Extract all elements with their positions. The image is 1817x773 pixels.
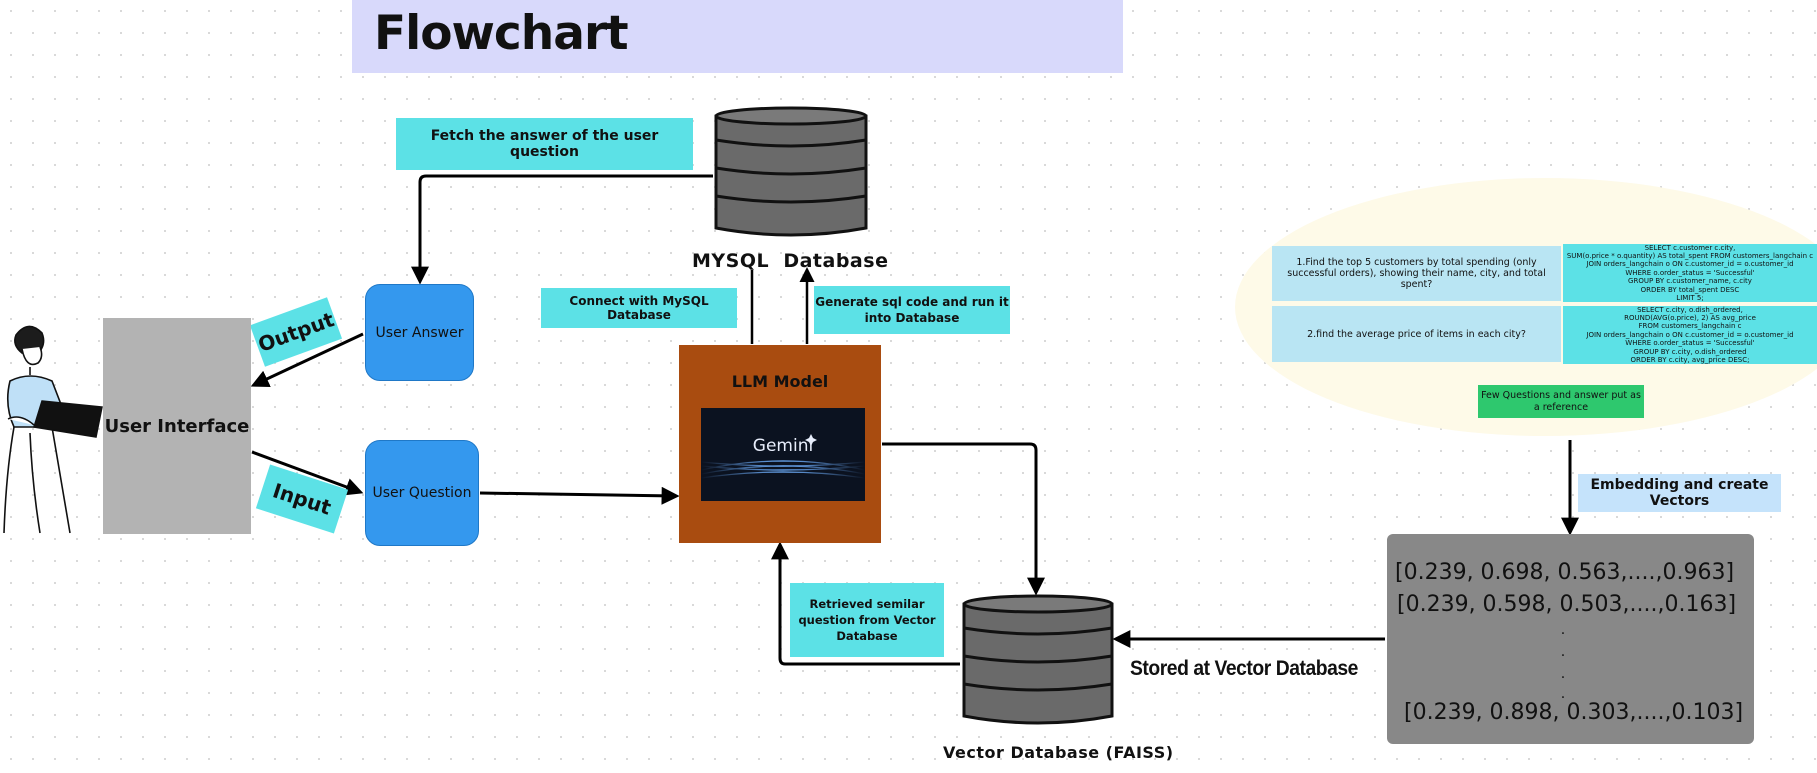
vector-ellipsis: .	[1560, 644, 1566, 660]
arrow-mysql-to-answer	[411, 174, 713, 285]
vector-row: [0.239, 0.698, 0.563,....,0.963]	[1395, 560, 1735, 585]
user-question-node: User Question	[365, 440, 479, 546]
fetch-answer-label: Fetch the answer of the user question	[396, 118, 693, 170]
vector-row: [0.239, 0.898, 0.303,....,0.103]	[1404, 700, 1744, 725]
few-questions-label: Few Questions and answer put as a refere…	[1478, 385, 1644, 418]
answer-cell-2: SELECT c.city, o.dish_ordered, ROUND(AVG…	[1563, 306, 1817, 364]
arrow-vectordb-to-llm	[771, 541, 960, 666]
gemini-label: Gemini	[752, 436, 814, 456]
embedding-label: Embedding and create Vectors	[1578, 474, 1781, 512]
page-title: Flowchart	[374, 6, 629, 61]
stored-vector-label: Stored at Vector Database	[1130, 657, 1358, 680]
arrow-llm-to-vectordb	[882, 442, 1045, 596]
vector-row: [0.239, 0.598, 0.503,....,0.163]	[1397, 592, 1737, 617]
arrow-question-to-llm	[479, 486, 680, 505]
arrow-answer-to-ui	[250, 332, 364, 388]
llm-model-title: LLM Model	[731, 372, 829, 391]
connect-mysql-label: Connect with MySQL Database	[541, 288, 737, 328]
mysql-database-icon	[714, 106, 868, 237]
answer-cell-1: SELECT c.customer c.city, SUM(o.price * …	[1563, 244, 1817, 302]
user-interface-node: User Interface	[103, 318, 251, 534]
vector-ellipsis: .	[1560, 666, 1566, 682]
vector-list-box	[1387, 534, 1754, 744]
vector-database-label: Vector Database (FAISS)	[943, 743, 1174, 762]
gemini-logo	[701, 408, 865, 501]
question-cell-1: 1.Find the top 5 customers by total spen…	[1272, 246, 1561, 301]
vector-database-icon	[962, 594, 1114, 725]
vector-ellipsis: .	[1560, 686, 1566, 702]
vector-ellipsis: .	[1560, 622, 1566, 638]
arrow-ui-to-question	[251, 450, 364, 496]
user-answer-node: User Answer	[365, 284, 474, 381]
gemini-wave-graphic	[701, 434, 865, 479]
mysql-database-label: MYSQL Database	[692, 250, 889, 272]
retrieved-question-label: Retrieved semilar question from Vector D…	[790, 583, 944, 657]
generate-sql-label: Generate sql code and run it into Databa…	[814, 286, 1010, 334]
question-cell-2: 2.find the average price of items in eac…	[1272, 306, 1561, 362]
title-bar	[352, 0, 1123, 73]
person-with-laptop-illustration	[3, 325, 103, 534]
